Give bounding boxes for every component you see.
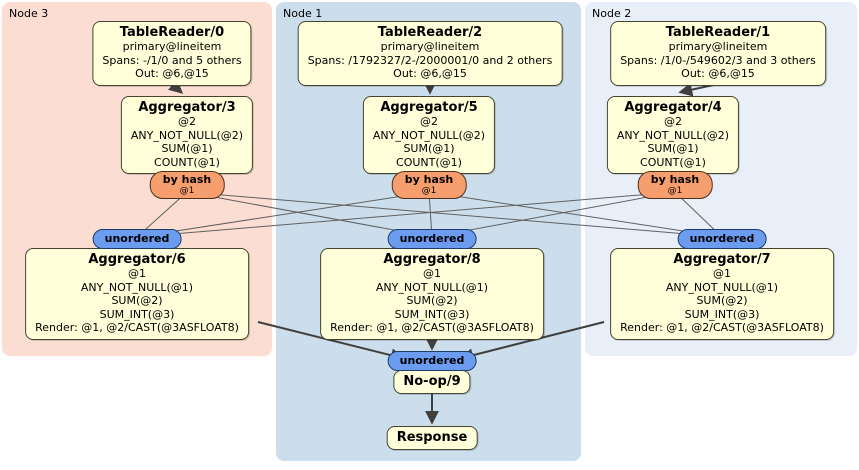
box-line: @1 <box>128 267 146 280</box>
box-line: Out: @6,@15 <box>681 67 755 80</box>
unordered-sync-final: unordered <box>387 351 477 371</box>
box-line: @2 <box>177 115 196 128</box>
box-line: SUM(@2) <box>406 294 458 307</box>
box-line: ANY_NOT_NULL(@2) <box>616 128 730 142</box>
unordered-sync-mid: unordered <box>387 229 477 249</box>
box-line: SUM_INT(@3) <box>684 307 760 321</box>
cluster-node-3-label: Node 3 <box>9 7 49 20</box>
tablereader-0-title: TableReader/0 <box>119 25 225 40</box>
box-line: SUM_INT(@3) <box>99 307 175 321</box>
response-title: Response <box>396 430 468 445</box>
noop-title: No-op/9 <box>403 374 461 389</box>
by-hash-detail: @1 <box>179 186 195 196</box>
box-line: SUM(@2) <box>111 294 163 307</box>
box-line: SUM(@1) <box>161 142 213 155</box>
box-line: ANY_NOT_NULL(@1) <box>375 280 489 294</box>
box-line: @1 <box>713 267 731 280</box>
aggregator-4-title: Aggregator/4 <box>624 100 722 115</box>
by-hash-label: by hash <box>650 173 700 186</box>
by-hash-detail: @1 <box>667 186 683 196</box>
box-line: @2 <box>663 115 682 128</box>
box-line: COUNT(@1) <box>154 155 220 169</box>
by-hash-detail: @1 <box>421 186 437 196</box>
by-hash-router-node2: by hash @1 <box>637 171 713 199</box>
box-line: primary@lineitem <box>668 40 768 53</box>
box-line: SUM_INT(@3) <box>394 307 470 321</box>
box-line: primary@lineitem <box>122 40 222 53</box>
box-line: Render: @1, @2/CAST(@3ASFLOAT8) <box>35 321 239 334</box>
box-line: ANY_NOT_NULL(@1) <box>80 280 194 294</box>
box-line: ANY_NOT_NULL(@2) <box>372 128 486 142</box>
box-line: SUM(@2) <box>696 294 748 307</box>
by-hash-label: by hash <box>404 173 454 186</box>
box-line: COUNT(@1) <box>396 155 462 169</box>
aggregator-3-title: Aggregator/3 <box>138 100 236 115</box>
response-box: Response <box>386 426 478 450</box>
aggregator-5-title: Aggregator/5 <box>380 100 478 115</box>
box-line: primary@lineitem <box>380 40 480 53</box>
noop-box: No-op/9 <box>393 370 471 394</box>
tablereader-2-title: TableReader/2 <box>377 25 483 40</box>
cluster-node-2-label: Node 2 <box>592 7 632 20</box>
aggregator-7-title: Aggregator/7 <box>673 252 771 267</box>
by-hash-router-node3: by hash @1 <box>149 171 225 199</box>
box-line: Spans: /1/0-/549602/3 and 3 others <box>620 53 816 67</box>
box-line: Render: @1, @2/CAST(@3ASFLOAT8) <box>330 321 534 334</box>
tablereader-1-title: TableReader/1 <box>665 25 771 40</box>
box-line: Spans: /1792327/2-/2000001/0 and 2 other… <box>307 53 553 67</box>
by-hash-label: by hash <box>162 173 212 186</box>
unordered-sync-left: unordered <box>92 229 182 249</box>
unordered-sync-right: unordered <box>677 229 767 249</box>
box-line: COUNT(@1) <box>640 155 706 169</box>
box-line: SUM(@1) <box>403 142 455 155</box>
box-line: SUM(@1) <box>647 142 699 155</box>
box-line: ANY_NOT_NULL(@1) <box>665 280 779 294</box>
box-line: Out: @6,@15 <box>135 67 209 80</box>
box-line: @1 <box>423 267 441 280</box>
cluster-node-1-label: Node 1 <box>283 7 323 20</box>
box-line: Spans: -/1/0 and 5 others <box>102 53 242 67</box>
box-line: Render: @1, @2/CAST(@3ASFLOAT8) <box>620 321 824 334</box>
by-hash-router-node1: by hash @1 <box>391 171 467 199</box>
box-line: @2 <box>419 115 438 128</box>
box-line: ANY_NOT_NULL(@2) <box>130 128 244 142</box>
aggregator-8-title: Aggregator/8 <box>383 252 481 267</box>
box-line: Out: @6,@15 <box>393 67 467 80</box>
aggregator-6-title: Aggregator/6 <box>88 252 186 267</box>
